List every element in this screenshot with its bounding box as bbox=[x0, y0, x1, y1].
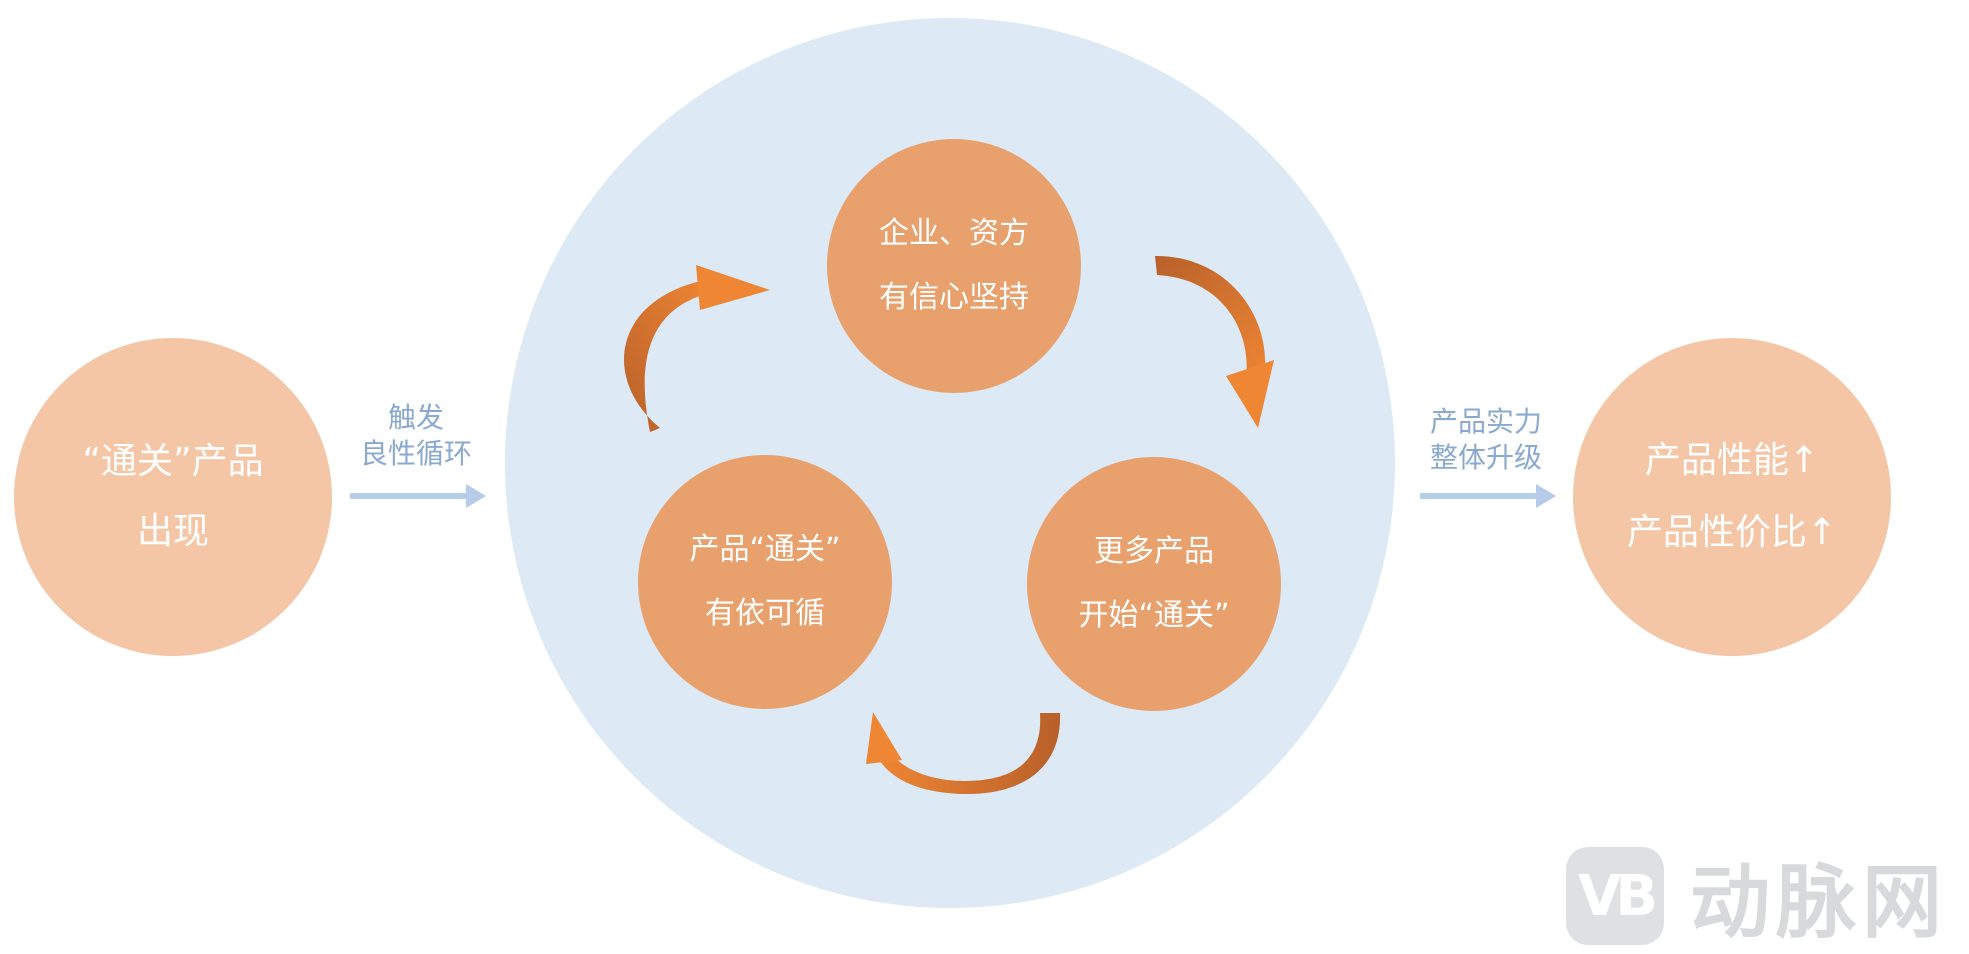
trigger-label: 触发 良性循环 bbox=[342, 400, 490, 472]
start-circle-line1: “通关”产品 bbox=[82, 441, 264, 482]
cycle-node-br-line1: 更多产品 bbox=[1094, 534, 1214, 569]
watermark-logo: VB 动脉网 bbox=[1566, 838, 1948, 954]
upgrade-label-line2: 整体升级 bbox=[1429, 441, 1542, 474]
cycle-node-br-line2: 开始“通关” bbox=[1078, 598, 1230, 633]
flow-arrow-left bbox=[350, 484, 486, 508]
watermark-text: 动脉网 bbox=[1690, 856, 1948, 949]
result-circle-line1: 产品性能↑ bbox=[1644, 440, 1820, 481]
cycle-node-top-line2: 有信心坚持 bbox=[879, 280, 1029, 315]
cycle-node-investor-confidence: 企业、资方 有信心坚持 bbox=[827, 139, 1081, 393]
result-circle: 产品性能↑ 产品性价比↑ bbox=[1573, 338, 1891, 656]
cycle-node-bl-line2: 有依可循 bbox=[705, 596, 825, 631]
cycle-arrow-top-left bbox=[623, 265, 770, 432]
result-circle-line2: 产品性价比↑ bbox=[1626, 512, 1838, 553]
cycle-arrow-top-right bbox=[1155, 255, 1274, 428]
cycle-node-bl-line1: 产品“通关” bbox=[689, 532, 841, 567]
watermark-badge: VB bbox=[1566, 847, 1664, 945]
cycle-node-top-line1: 企业、资方 bbox=[879, 216, 1029, 251]
start-circle: “通关”产品 出现 bbox=[14, 338, 332, 656]
flow-arrow-right bbox=[1420, 484, 1556, 508]
upgrade-label-line1: 产品实力 bbox=[1429, 405, 1542, 438]
cycle-node-precedent: 产品“通关” 有依可循 bbox=[638, 455, 892, 709]
cycle-arrow-bottom bbox=[866, 712, 1061, 795]
trigger-label-line1: 触发 bbox=[387, 401, 444, 434]
trigger-label-line2: 良性循环 bbox=[359, 437, 472, 470]
cycle-node-more-products: 更多产品 开始“通关” bbox=[1027, 457, 1281, 711]
start-circle-line2: 出现 bbox=[136, 511, 209, 552]
upgrade-label: 产品实力 整体升级 bbox=[1412, 404, 1560, 476]
